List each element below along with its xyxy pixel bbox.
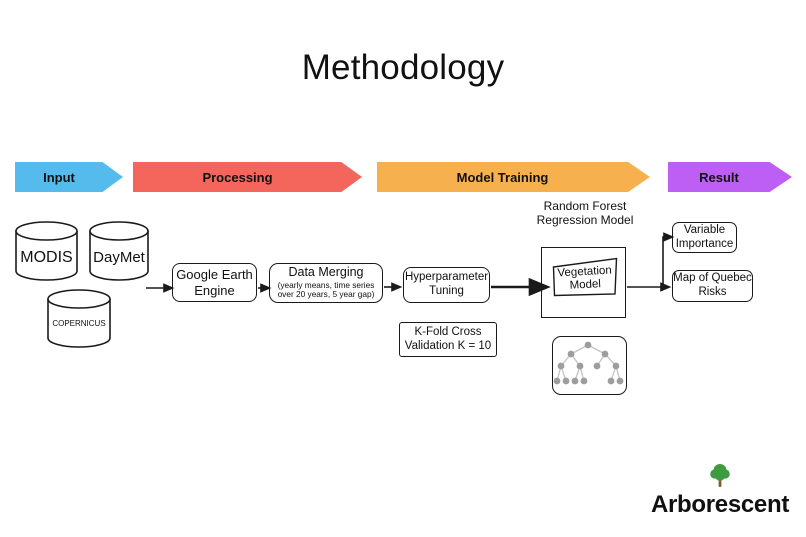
hyperparameter-tuning-box: Hyperparameter Tuning xyxy=(403,267,490,303)
map-of-quebec-risks-label: Map of Quebec Risks xyxy=(673,272,752,298)
google-earth-engine-label: Google Earth Engine xyxy=(176,266,253,298)
arrow-model-to-varimp xyxy=(662,232,675,287)
kfold-validation-box: K-Fold Cross Validation K = 10 xyxy=(399,322,497,357)
database-copernicus-label: COPERNICUS xyxy=(52,318,106,328)
banner-processing-label: Processing xyxy=(202,169,273,185)
banner-model-training: Model Training xyxy=(377,162,650,192)
decision-tree-graphic xyxy=(553,341,624,385)
decision-tree-icon xyxy=(552,336,627,395)
banner-model-training-label: Model Training xyxy=(456,169,549,185)
tree-icon xyxy=(710,464,730,487)
arborescent-logo: Arborescent xyxy=(640,462,800,519)
kfold-validation-label: K-Fold Cross Validation K = 10 xyxy=(404,325,492,352)
database-daymet: DayMet xyxy=(89,221,149,281)
logo-wordmark: Arborescent xyxy=(650,491,790,518)
vegetation-model-box: Vegetation Model xyxy=(552,257,618,297)
variable-importance-label: Variable Importance xyxy=(675,223,734,250)
banner-input: Input xyxy=(15,162,123,192)
vegetation-model-label: Vegetation Model xyxy=(557,264,613,292)
variable-importance-box: Variable Importance xyxy=(672,222,737,253)
data-merging-label: Data Merging xyxy=(288,265,364,280)
vegetation-model-frame xyxy=(552,257,618,297)
data-merging-box: Data Merging (yearly means, time series … xyxy=(269,263,383,303)
banner-processing: Processing xyxy=(133,162,362,192)
database-copernicus: COPERNICUS xyxy=(47,289,111,348)
google-earth-engine-box: Google Earth Engine xyxy=(172,263,257,302)
database-cylinder-icon xyxy=(89,221,149,281)
hyperparameter-tuning-label: Hyperparameter Tuning xyxy=(404,271,489,297)
database-cylinder-icon xyxy=(47,289,111,348)
database-modis: MODIS xyxy=(15,221,78,281)
banner-input-label: Input xyxy=(43,169,75,185)
banner-result: Result xyxy=(668,162,792,192)
database-daymet-label: DayMet xyxy=(93,248,145,266)
banner-result-label: Result xyxy=(699,169,739,185)
database-modis-label: MODIS xyxy=(20,248,73,266)
random-forest-label: Random Forest Regression Model xyxy=(536,199,634,227)
data-merging-note: (yearly means, time series over 20 years… xyxy=(277,279,375,300)
database-cylinder-icon xyxy=(15,221,78,281)
map-of-quebec-risks-box: Map of Quebec Risks xyxy=(672,270,753,302)
page-title: Methodology xyxy=(301,48,505,87)
